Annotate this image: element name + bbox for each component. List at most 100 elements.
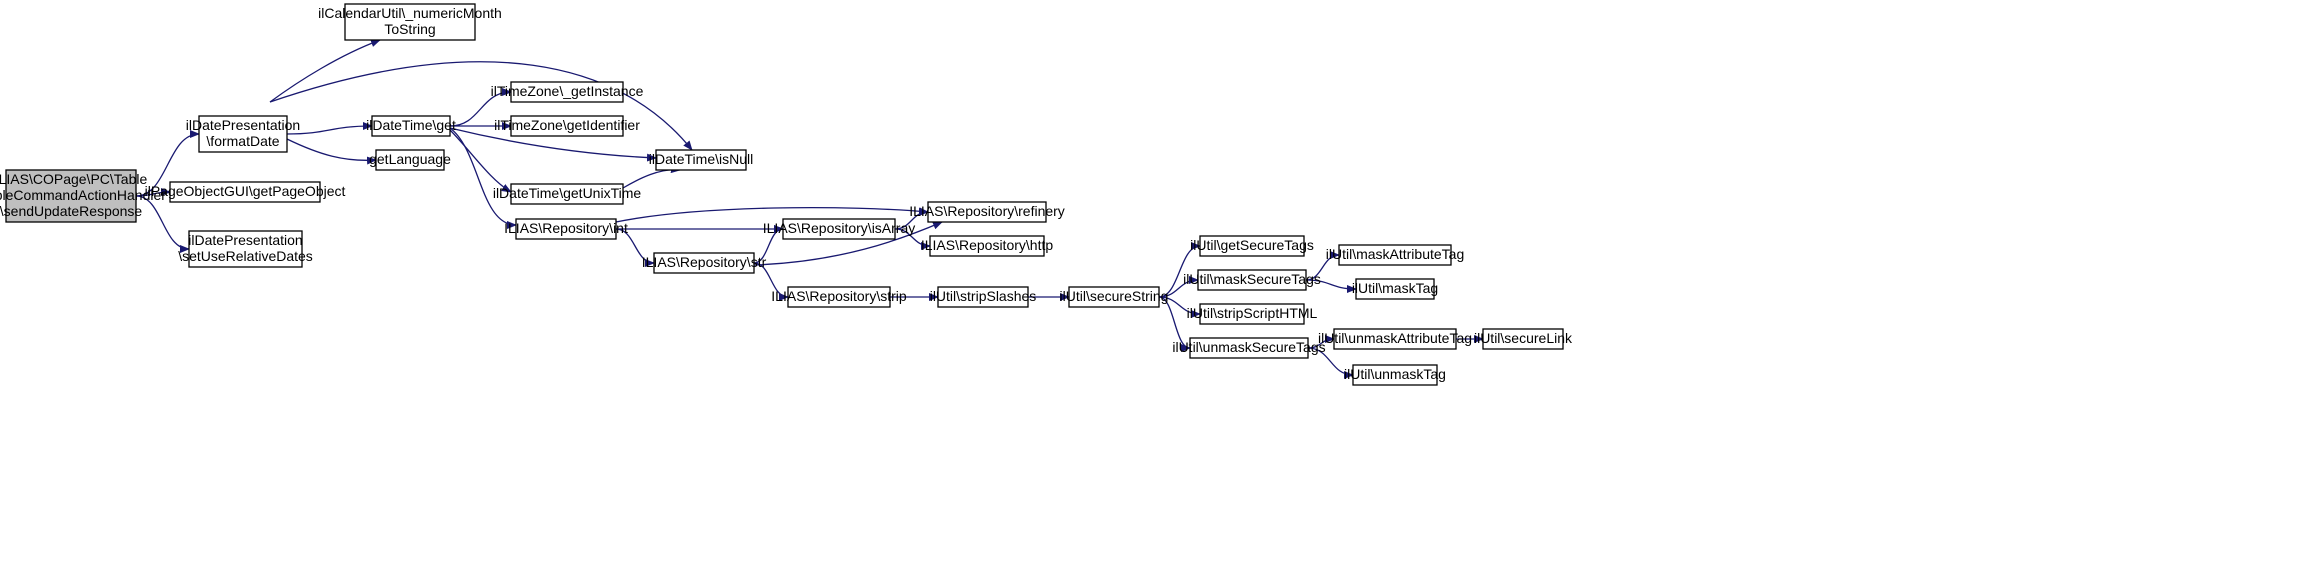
node-secureString[interactable]: ilUtil\secureString [1060,286,1169,308]
node-box [371,115,451,137]
edge-dtGet-to-getUnixTime [449,129,512,193]
node-label: ilTimeZone\getIdentifier [494,117,640,133]
node-dtGet[interactable]: ilDateTime\get [366,115,456,137]
node-setUseRelativeDates[interactable]: ilDatePresentation\setUseRelativeDates [178,230,313,268]
node-label: ilDateTime\getUnixTime [493,185,642,201]
node-box [169,181,321,203]
node-getUnixTime[interactable]: ilDateTime\getUnixTime [493,183,642,205]
nodes-layer: ILIAS\COPage\PC\Table\TableCommandAction… [0,3,1573,386]
node-label: ilUtil\maskSecureTags [1183,271,1321,287]
node-box [1482,328,1564,350]
node-label: ilTimeZone\_getInstance [491,83,644,99]
node-label: ILIAS\COPage\PC\Table [0,171,147,187]
edge-formatDate-to-getLanguage [286,138,377,165]
node-box [927,201,1047,223]
edge-formatDate-to-isNull [269,61,693,151]
node-getPageObject[interactable]: ilPageObjectGUI\getPageObject [145,181,346,203]
edge-secureString-to-stripScriptHTML [1158,296,1201,318]
node-repoIsArray[interactable]: ILIAS\Repository\isArray [763,218,916,240]
node-label: ilDatePresentation [186,117,300,133]
node-maskSecureTags[interactable]: ilUtil\maskSecureTags [1183,269,1321,291]
edge-repoStr-to-repoRefinery [753,221,943,266]
node-box [375,149,445,171]
node-box [510,183,624,205]
node-box [1355,278,1435,300]
node-box [1197,269,1307,291]
node-getInstance[interactable]: ilTimeZone\_getInstance [491,81,644,103]
node-box [655,149,747,171]
node-stripSlashes[interactable]: ilUtil\stripSlashes [930,286,1037,308]
node-box [1352,364,1438,386]
node-box [1068,286,1160,308]
node-repoStr[interactable]: ILIAS\Repository\str [642,252,767,274]
node-repoStrip[interactable]: ILIAS\Repository\strip [771,286,907,308]
node-label: ilUtil\secureString [1060,288,1169,304]
node-box [5,169,137,223]
node-repoInt[interactable]: ILIAS\Repository\int [504,218,628,240]
node-label: \sendUpdateResponse [0,203,142,219]
edge-secureString-to-unmaskSecureTags [1158,296,1191,352]
node-box [1199,235,1305,257]
node-stripScriptHTML[interactable]: ilUtil\stripScriptHTML [1187,303,1318,325]
edge-repoStr-to-repoIsArray [753,225,784,264]
node-box [515,218,617,240]
node-box [653,252,755,274]
edges-layer [135,39,1484,379]
node-label: ilUtil\stripSlashes [930,288,1037,304]
edge-maskSecureTags-to-maskTag [1305,279,1357,293]
node-box [188,230,303,268]
edge-dtGet-to-repoInt [449,127,517,229]
node-box [787,286,891,308]
node-label: ilUtil\stripScriptHTML [1187,305,1318,321]
node-box [510,81,624,103]
node-getIdentifier[interactable]: ilTimeZone\getIdentifier [494,115,640,137]
edge-repoIsArray-to-repoRefinery [894,208,929,230]
node-unmaskAttributeTag[interactable]: ilUtil\unmaskAttributeTag [1318,328,1472,350]
node-label: ILIAS\Repository\refinery [909,203,1065,219]
node-box [198,115,288,153]
node-getLanguage[interactable]: getLanguage [369,149,451,171]
node-box [1333,328,1457,350]
node-box [937,286,1029,308]
node-secureLink[interactable]: ilUtil\secureLink [1474,328,1573,350]
edge-repoInt-to-repoRefinery [615,206,929,223]
node-unmaskSecureTags[interactable]: ilUtil\unmaskSecureTags [1172,337,1326,359]
edge-repoInt-to-repoStr [615,228,655,267]
node-label: ilCalendarUtil\_numericMonth [318,5,502,21]
node-isNull[interactable]: ilDateTime\isNull [649,149,754,171]
edge-root-to-formatDate [135,130,200,197]
edge-unmaskSecureTags-to-unmaskTag [1307,347,1354,379]
node-box [1199,303,1305,325]
edge-formatDate-to-numericMonth [269,39,381,103]
node-getSecureTags[interactable]: ilUtil\getSecureTags [1190,235,1314,257]
node-label: ilUtil\unmaskSecureTags [1172,339,1325,355]
node-label: ILIAS\Repository\http [921,237,1054,253]
node-box [782,218,896,240]
node-label: getLanguage [369,151,451,167]
node-root[interactable]: ILIAS\COPage\PC\Table\TableCommandAction… [0,169,166,223]
edge-maskSecureTags-to-maskAttributeTag [1305,251,1340,281]
node-box [510,115,624,137]
node-box [929,235,1045,257]
node-label: ilDateTime\get [366,117,456,133]
node-label: ILIAS\Repository\isArray [763,220,916,236]
node-box [1338,244,1452,266]
edge-secureString-to-getSecureTags [1158,242,1201,298]
edge-secureString-to-maskSecureTags [1158,276,1199,298]
node-maskTag[interactable]: ilUtil\maskTag [1352,278,1438,300]
node-label: ilUtil\maskTag [1352,280,1438,296]
node-repoRefinery[interactable]: ILIAS\Repository\refinery [909,201,1065,223]
edge-root-to-setUseRelativeDates [135,195,190,253]
node-box [344,3,476,41]
node-label: ilUtil\unmaskTag [1344,366,1446,382]
edge-formatDate-to-dtGet [286,122,373,135]
node-repoHttp[interactable]: ILIAS\Repository\http [921,235,1054,257]
edge-repoStr-to-repoStrip [753,262,789,301]
node-formatDate[interactable]: ilDatePresentation\formatDate [186,115,300,153]
node-label: ilUtil\getSecureTags [1190,237,1314,253]
node-label: ilDateTime\isNull [649,151,754,167]
node-maskAttributeTag[interactable]: ilUtil\maskAttributeTag [1326,244,1465,266]
node-unmaskTag[interactable]: ilUtil\unmaskTag [1344,364,1446,386]
